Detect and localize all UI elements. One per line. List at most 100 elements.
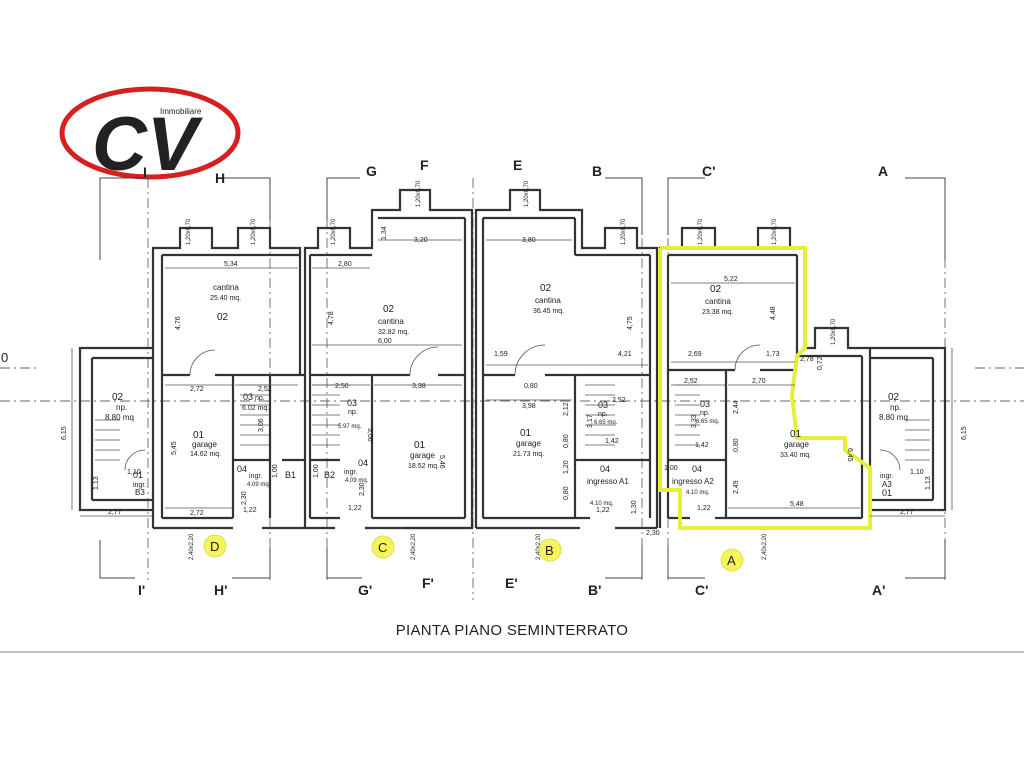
room-b-cantina-name: cantina [535,296,561,305]
room-a-garage-code: 01 [790,429,802,440]
dim-a-np-h2: 2,44 [733,400,740,414]
room-d-np-code: 03 [243,392,253,402]
room-d-np-area: 6.02 mq. [242,405,269,412]
dim-a-ingr-w: 1,00 [664,465,678,472]
mark-top-e: E [513,157,522,173]
dim-d-garage-h: 5,45 [171,441,178,455]
dim-b-out: 2,30 [646,530,660,537]
mark-bottom-b: B' [588,582,601,598]
dim-a-right: 1,73 [766,351,780,358]
dim-right-total: 6,15 [961,426,968,440]
room-c-ingr-area: 4.09 mq. [345,478,369,484]
room-c-np-code: 03 [347,398,357,408]
window-label-a1: 1,20x0,70 [698,218,704,245]
dim-b-right: 4,21 [618,351,632,358]
window-label-a3: 1,20x0,70 [831,318,837,345]
room-d-cantina-code: 02 [217,312,229,323]
logo: CV Immobiliare [59,86,241,187]
mark-bottom-i: I' [138,582,145,598]
dim-b-ingr-h2: 1,30 [631,500,638,514]
room-b-ingr-area: 4.10 mq. [590,501,614,507]
marker-d-label: D [210,539,219,554]
room-c-cantina-name: cantina [378,317,404,326]
room-d-np-name: np. [255,395,265,402]
room-c-ingr-code: 04 [358,458,368,468]
room-b3-np-area: 8.80 mq [105,413,134,422]
dim-a-np-h: 3,33 [691,414,698,428]
dim-b-np-h2: 2,12 [563,402,570,416]
dim-d-np-h: 3,06 [258,418,265,432]
dim-d-np-w: 2,52 [258,386,272,393]
room-d-ingr-area: 4.09 mq. [247,482,271,488]
room-a-np-area: 6.65 mq. [696,419,720,425]
mark-top-c: C' [702,163,715,179]
room-a-ingr-area: 4.10 mq. [686,490,710,496]
highlight-unit-a [658,246,872,530]
room-a-np-code: 03 [700,399,710,409]
room-d-ingr-code: 04 [237,464,247,474]
room-b-ingr-code: 04 [600,464,610,474]
dim-d-garage-w: 2,72 [190,386,204,393]
marker-c-label: C [378,540,387,555]
room-a3-np-area: 8.80 mq [879,413,908,422]
dim-b-np-w: 2,52 [612,397,626,404]
stairs [95,384,930,461]
marker-b-label: B [545,543,554,558]
dim-right-small: 1,10 [910,469,924,476]
room-b-np-area: 6.65 mq. [594,420,618,426]
marker-a [720,548,744,572]
unit-markers: D C B A [203,534,744,572]
room-b-cantina-area: 36.45 mq. [533,308,564,315]
marker-b [538,538,562,562]
room-labels: 02 np. 8.80 mq 01 ingr. B3 02 cantina 25… [105,283,908,507]
room-c-cantina-area: 32.82 mq. [378,329,409,336]
dim-left-small: 1,10 [127,469,141,476]
dim-c-side: 2,80 [338,261,352,268]
dim-c-np-w: 2,50 [335,383,349,390]
dim-b-mid: 0,80 [524,383,538,390]
room-d-cantina-area: 25.40 mq. [210,295,241,302]
dim-b-left: 1,59 [494,351,508,358]
room-c-garage-code: 01 [414,440,426,451]
window-label-d1: 1,20x0,70 [186,218,192,245]
walls [78,188,947,530]
dim-c-h: 4,78 [328,311,335,325]
dim-left-w: 2,77 [108,509,122,516]
room-a-cantina-area: 23.38 mq. [702,309,733,316]
room-a-ingr-name: ingresso A2 [672,477,714,486]
dimension-lines [71,239,953,517]
dim-left-small2: 1,13 [93,476,100,490]
dim-b-ingr-h: 1,42 [605,438,619,445]
room-b-garage-code: 01 [520,428,532,439]
room-b3-ingr-code: 01 [133,470,143,480]
dimension-texts: 5,34 4,76 2,72 2,52 2,72 5,45 3,06 1,00 … [1,226,968,560]
dim-d-cantina-w: 5,34 [224,261,238,268]
dim-b-h: 4,75 [627,316,634,330]
window-label-c2: 1,20x0,70 [416,180,422,207]
section-marks: I H G F E B C' A I' H' G' F' E' B' C' A' [138,157,888,598]
dim-a-ext-w: 2,78 [800,356,814,363]
dim-b-g2: 1,20 [563,460,570,474]
dim-b-g1: 0,80 [563,434,570,448]
room-c-ingr-name: ingr. [344,469,357,476]
dim-left-edge: 0 [1,350,8,365]
room-a3-ingr-name: ingr. [880,473,893,480]
dim-a-ingr-h2: 2,49 [733,480,740,494]
dim-c-side2: 1,34 [381,226,388,240]
logo-letters: CV [92,102,203,187]
room-a3-ingr-code: 01 [882,488,892,498]
dim-c-top: 3,20 [414,237,428,244]
dim-a-g: 0,80 [733,438,740,452]
room-b3-ingr-name: ingr. [133,482,146,489]
mark-top-h: H [215,170,225,186]
room-a3-ingr-sub: A3 [882,480,892,489]
dim-left-total: 6,15 [61,426,68,440]
dim-a-left: 2,69 [688,351,702,358]
mark-bottom-h: H' [214,582,227,598]
window-label-b2: 1,20x0,70 [621,218,627,245]
room-a-garage-name: garage [784,440,809,449]
room-c-np-area: 5.97 mq. [338,424,362,430]
mark-top-i: I [143,164,147,180]
dim-b-w: 3,98 [522,403,536,410]
